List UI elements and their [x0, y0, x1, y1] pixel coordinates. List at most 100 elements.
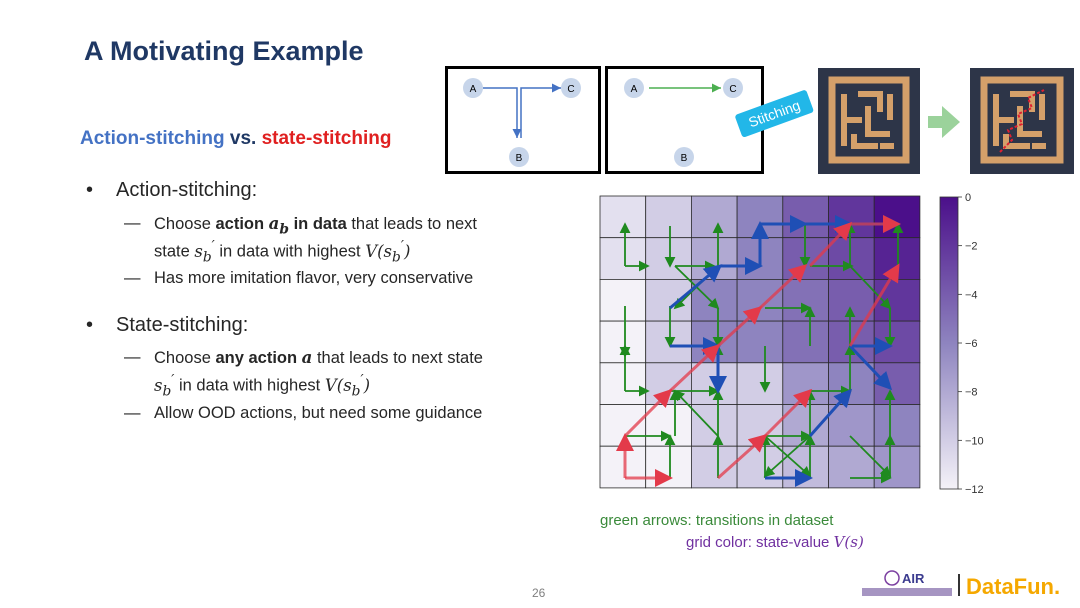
svg-text:B: B: [516, 153, 523, 164]
text: state: [154, 242, 195, 261]
heatmap-cell: [691, 320, 738, 364]
bullet-dot: •: [86, 179, 94, 201]
stitched-path-arrow-red: [758, 263, 808, 310]
slide-title: A Motivating Example: [84, 36, 364, 66]
heatmap-cell: [736, 279, 784, 322]
svg-text:B: B: [681, 153, 688, 164]
heatmap-cell: [691, 404, 738, 447]
heatmap-cell: [873, 362, 921, 405]
datafun-logo: DataFun.: [966, 574, 1060, 599]
text: Has more imitation flavor, very conserva…: [154, 269, 474, 287]
bullet-action-stitching: • Action-stitching:: [86, 179, 257, 202]
heatmap-cell: [873, 279, 921, 322]
text-bold: in data: [288, 215, 347, 233]
stitched-path-arrow-red: [668, 343, 721, 393]
heatmap-cell: [645, 404, 692, 447]
maze-images: [818, 68, 1074, 174]
svg-text:A: A: [631, 84, 638, 95]
heatmap-cell: [782, 320, 829, 364]
colorbar-tick-label: −8: [965, 387, 978, 399]
stitched-path-arrow-blue: [808, 388, 852, 437]
text-bold: any action: [215, 349, 302, 367]
heatmap-cell: [599, 279, 647, 322]
node-b: B: [674, 147, 694, 167]
maze-after: [970, 68, 1074, 174]
colorbar-tick-label: −4: [965, 289, 978, 301]
dataset-transition-arrow: [849, 435, 892, 478]
bullet-item: — Choose any action a that leads to next…: [124, 346, 544, 399]
heatmap-cell: [599, 404, 647, 447]
math-v: V(sb′): [365, 238, 411, 265]
bullet-item: — Choose action ab in data that leads to…: [124, 212, 544, 265]
value-heatmap: [599, 195, 921, 489]
node-c: C: [723, 78, 743, 98]
heatmap-cell: [599, 445, 647, 489]
slide-subtitle: Action-stitching vs. state-stitching: [80, 128, 391, 150]
page-number: 26: [532, 586, 546, 600]
text: that leads to next state: [312, 349, 483, 367]
heatmap-cell: [599, 195, 647, 239]
stitched-path-arrow-red: [623, 388, 673, 438]
stitched-path-arrow-red: [848, 263, 900, 347]
stitched-path-arrow-blue: [848, 344, 893, 391]
svg-text:A: A: [470, 84, 477, 95]
stitched-path-arrow-red: [763, 388, 813, 438]
dataset-transition-arrow: [673, 389, 719, 437]
heatmap-cell: [873, 404, 921, 447]
node-c: C: [561, 78, 581, 98]
sponsor-logos: AIR DataFun.: [862, 570, 1060, 599]
action-edge: [483, 87, 522, 138]
colorbar-tick-label: −6: [965, 338, 978, 350]
heatmap-cell: [736, 320, 784, 364]
heatmap-cell: [691, 195, 738, 239]
math-a: a: [301, 348, 313, 367]
caption-grid-color: grid color: state-value V(s): [686, 533, 864, 551]
heatmap-cell: [782, 362, 829, 405]
heatmap-cell: [736, 362, 784, 405]
dash: —: [124, 269, 141, 287]
svg-text:C: C: [729, 84, 736, 95]
text: that leads to next: [346, 215, 478, 233]
stitched-path-arrow-blue: [669, 264, 723, 310]
dash: —: [124, 214, 141, 232]
dataset-transition-arrow: [763, 435, 811, 478]
math-s: sb′: [194, 238, 215, 265]
svg-text:C: C: [567, 84, 574, 95]
bullet-label: State-stitching:: [116, 314, 249, 336]
heatmap-cell: [782, 445, 829, 489]
text: Allow OOD actions, but need some guidanc…: [154, 404, 483, 422]
heatmap-cell: [691, 362, 738, 405]
maze-before: [818, 68, 920, 174]
colorbar-tick-label: −10: [965, 435, 984, 447]
caption-arrows: green arrows: transitions in dataset: [600, 512, 834, 529]
heatmap-cell: [599, 320, 647, 364]
heatmap-cell: [828, 237, 875, 280]
logo-divider: [958, 574, 960, 596]
text: in data with highest: [214, 242, 366, 261]
heatmap-cell: [782, 279, 829, 322]
action-edge: [520, 83, 561, 138]
math-v: V(sb′): [324, 372, 371, 399]
arrow-right-icon: [928, 106, 960, 138]
bullet-state-stitching: •State-stitching:: [86, 314, 248, 337]
heatmap-cell: [645, 195, 692, 239]
math-s: sb′: [154, 372, 175, 399]
heatmap-cell: [691, 237, 738, 280]
heatmap-cell: [645, 279, 692, 322]
node-a: A: [624, 78, 644, 98]
heatmap-cell: [645, 362, 692, 405]
colorbar-tick-label: 0: [965, 192, 971, 204]
heatmap-cell: [828, 404, 875, 447]
bullet-label: Action-stitching:: [116, 179, 258, 201]
heatmap-cell: [828, 362, 875, 405]
svg-text:DataFun.: DataFun.: [966, 574, 1060, 599]
bullet-item: — Allow OOD actions, but need some guida…: [124, 402, 544, 426]
heatmap-cell: [828, 195, 875, 239]
text-bold: action: [215, 215, 269, 233]
dash: —: [124, 404, 141, 422]
dash: —: [124, 348, 141, 366]
svg-text:AIR: AIR: [902, 571, 925, 586]
bullet-item: — Has more imitation flavor, very conser…: [124, 267, 544, 291]
heatmap-cell: [873, 237, 921, 280]
heatmap-cell: [873, 320, 921, 364]
